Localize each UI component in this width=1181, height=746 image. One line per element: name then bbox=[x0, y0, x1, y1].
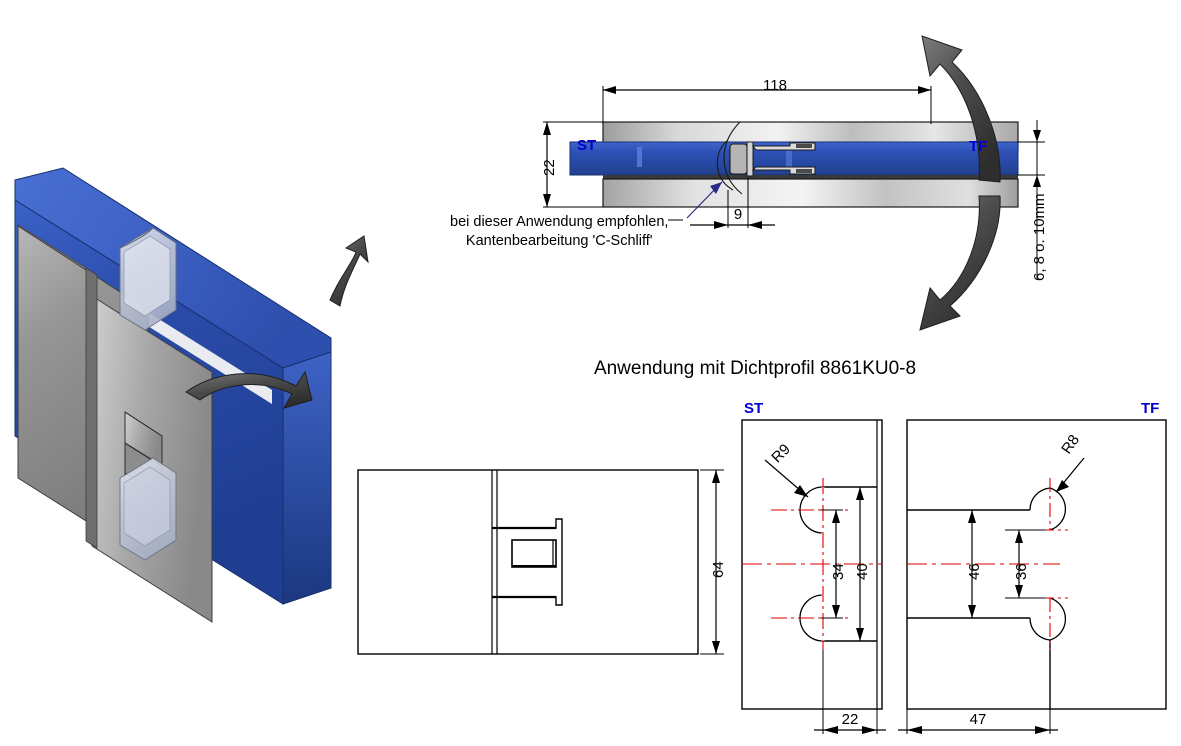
seal-profile-bottom bbox=[119, 457, 177, 561]
section-hinge-detail bbox=[716, 121, 816, 195]
dimension-glass-thickness bbox=[1017, 120, 1045, 280]
label-st-section: ST bbox=[577, 137, 597, 154]
rotation-arrow-iso-upper bbox=[329, 235, 369, 307]
st-r9-leader bbox=[764, 459, 809, 498]
dimension-22 bbox=[543, 121, 604, 208]
dimension-118 bbox=[602, 86, 932, 124]
recommendation-note: bei dieser Anwendung empfohlen, Kantenbe… bbox=[450, 213, 668, 250]
dimension-118-label: 118 bbox=[763, 77, 787, 94]
rotation-arrow-iso-lower bbox=[185, 370, 313, 409]
dimension-tf-36-label: 36 bbox=[1013, 563, 1030, 580]
dimension-st-22-label: 22 bbox=[841, 711, 859, 728]
dimension-st-22 bbox=[814, 650, 886, 734]
dimension-64 bbox=[700, 469, 724, 655]
rotation-arrow-down bbox=[919, 195, 1001, 331]
section-metal-lower bbox=[602, 178, 1019, 208]
dimension-st-34 bbox=[821, 509, 843, 619]
front-knuckle-rect bbox=[511, 539, 557, 568]
dimension-tf-46 bbox=[968, 510, 976, 618]
dimension-tf-36 bbox=[1005, 529, 1045, 599]
dimension-9-label: 9 bbox=[733, 206, 743, 223]
label-tf-section: TF bbox=[969, 138, 988, 155]
dimension-tf-47 bbox=[898, 709, 1058, 734]
note-leader bbox=[668, 181, 723, 221]
tf-r8-leader bbox=[1055, 457, 1085, 493]
dimension-tf-46-label: 46 bbox=[966, 563, 983, 580]
recommendation-note-line1: bei dieser Anwendung empfohlen, bbox=[450, 214, 669, 230]
rotation-arrow-up bbox=[921, 35, 1001, 183]
section-stripe-lower bbox=[603, 175, 1018, 179]
section-title: Anwendung mit Dichtprofil 8861KU0-8 bbox=[593, 358, 917, 379]
dimension-tf-47-label: 47 bbox=[969, 711, 987, 728]
seal-profile-top bbox=[119, 227, 177, 331]
dimension-st-40 bbox=[856, 487, 864, 641]
recommendation-note-line2: Kantenbearbeitung 'C-Schliff' bbox=[465, 232, 653, 249]
label-tf-cutout: TF bbox=[1141, 400, 1160, 417]
label-st-cutout: ST bbox=[744, 400, 764, 417]
dimension-9 bbox=[690, 178, 775, 229]
